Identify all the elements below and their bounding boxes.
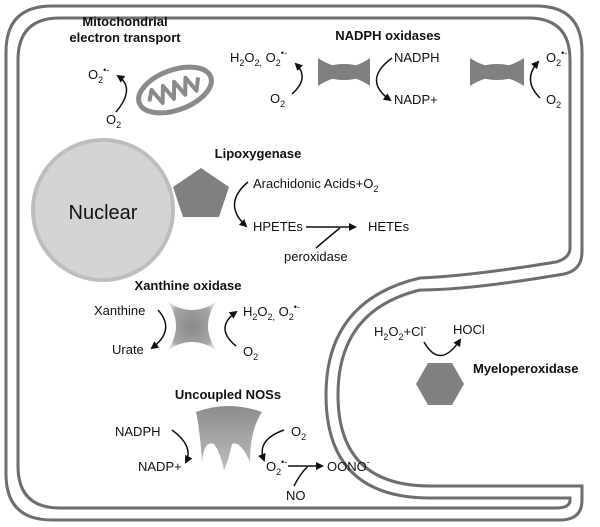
mpo-arrow: [423, 338, 462, 357]
nos-left-arrow: [171, 429, 193, 464]
nos-peroxynitrite: OONO-: [327, 457, 370, 474]
xanthine-oxidase-star-icon: [168, 302, 216, 350]
nox-right-arrow: [529, 60, 541, 99]
mpo-title: Myeloperoxidase: [473, 361, 579, 376]
lox-peroxidase: peroxidase: [284, 249, 348, 264]
nos-nadp: NADP+: [138, 459, 182, 474]
mito-superoxide: O2•-: [88, 65, 109, 85]
nox-o2-left: O2: [270, 91, 285, 109]
nox-center-arrow: [375, 57, 393, 102]
nox-h2o2-o2: H2O2, O2•-: [230, 48, 287, 68]
lox-product: HETEs: [368, 219, 410, 234]
nadph-oxidase-enzyme-left-icon: [318, 58, 370, 86]
nos-no: NO: [286, 488, 306, 503]
lipoxygenase-title: Lipoxygenase: [215, 146, 302, 161]
nadph-oxidase-enzyme-right-icon: [470, 58, 524, 86]
nos-nadph: NADPH: [115, 424, 161, 439]
mitochondrion-icon: [136, 64, 214, 116]
mpo-reactant: H2O2+Cl-: [374, 322, 426, 342]
nox-nadph: NADPH: [394, 50, 440, 65]
nox-superoxide-right: O2•-: [546, 48, 567, 68]
nucleus-label: Nuclear: [69, 202, 138, 224]
lipoxygenase-group: Lipoxygenase Arachidonic Acids+O2 HPETEs…: [173, 146, 410, 264]
myeloperoxidase-group: H2O2+Cl- HOCl Myeloperoxidase: [374, 322, 579, 405]
mito-o2: O2: [106, 112, 121, 130]
xo-xanthine: Xanthine: [94, 303, 145, 318]
lox-arrow-1: [233, 181, 249, 228]
lox-intermediate: HPETEs: [253, 219, 303, 234]
nos-right-arrow: [258, 429, 285, 462]
myeloperoxidase-hexagon-icon: [416, 363, 464, 405]
xo-left-arrow: [150, 309, 167, 350]
nox-left-arrow: [291, 62, 304, 95]
xo-o2: O2: [243, 344, 258, 362]
nos-o2: O2: [291, 424, 306, 442]
nos-superoxide: O2•-: [266, 457, 287, 477]
xo-h2o2-o2: H2O2, O2•-: [243, 302, 300, 322]
mito-arrow: [115, 74, 128, 113]
nucleus: Nuclear: [31, 138, 175, 282]
nadph-oxidase-group: NADPH oxidases H2O2, O2•- O2 NADPH NADP+…: [230, 28, 567, 110]
mito-title-line2: electron transport: [69, 30, 181, 45]
mpo-product: HOCl: [453, 322, 485, 337]
xo-right-arrow: [224, 310, 238, 347]
nadph-oxidase-title: NADPH oxidases: [335, 28, 440, 43]
mitochondria-group: Mitochondrial electron transport O2•- O2: [69, 14, 214, 130]
nos-group: Uncoupled NOSs NADPH NADP+ O2 O2•- OONO-…: [115, 387, 370, 503]
lipoxygenase-pentagon-icon: [173, 168, 229, 217]
nox-o2-right: O2: [546, 92, 561, 110]
xanthine-oxidase-group: Xanthine oxidase Xanthine Urate H2O2, O2…: [94, 278, 300, 362]
lox-substrate: Arachidonic Acids+O2: [253, 176, 378, 194]
xo-urate: Urate: [112, 342, 144, 357]
nox-nadp: NADP+: [394, 92, 438, 107]
cell-membrane: [4, 4, 584, 522]
nos-title: Uncoupled NOSs: [175, 387, 281, 402]
nos-no-arc: [293, 465, 309, 487]
mito-title-line1: Mitochondrial: [82, 14, 167, 29]
xanthine-oxidase-title: Xanthine oxidase: [135, 278, 242, 293]
lox-peroxidase-arc: [315, 227, 341, 249]
nos-enzyme-icon: [196, 406, 262, 470]
